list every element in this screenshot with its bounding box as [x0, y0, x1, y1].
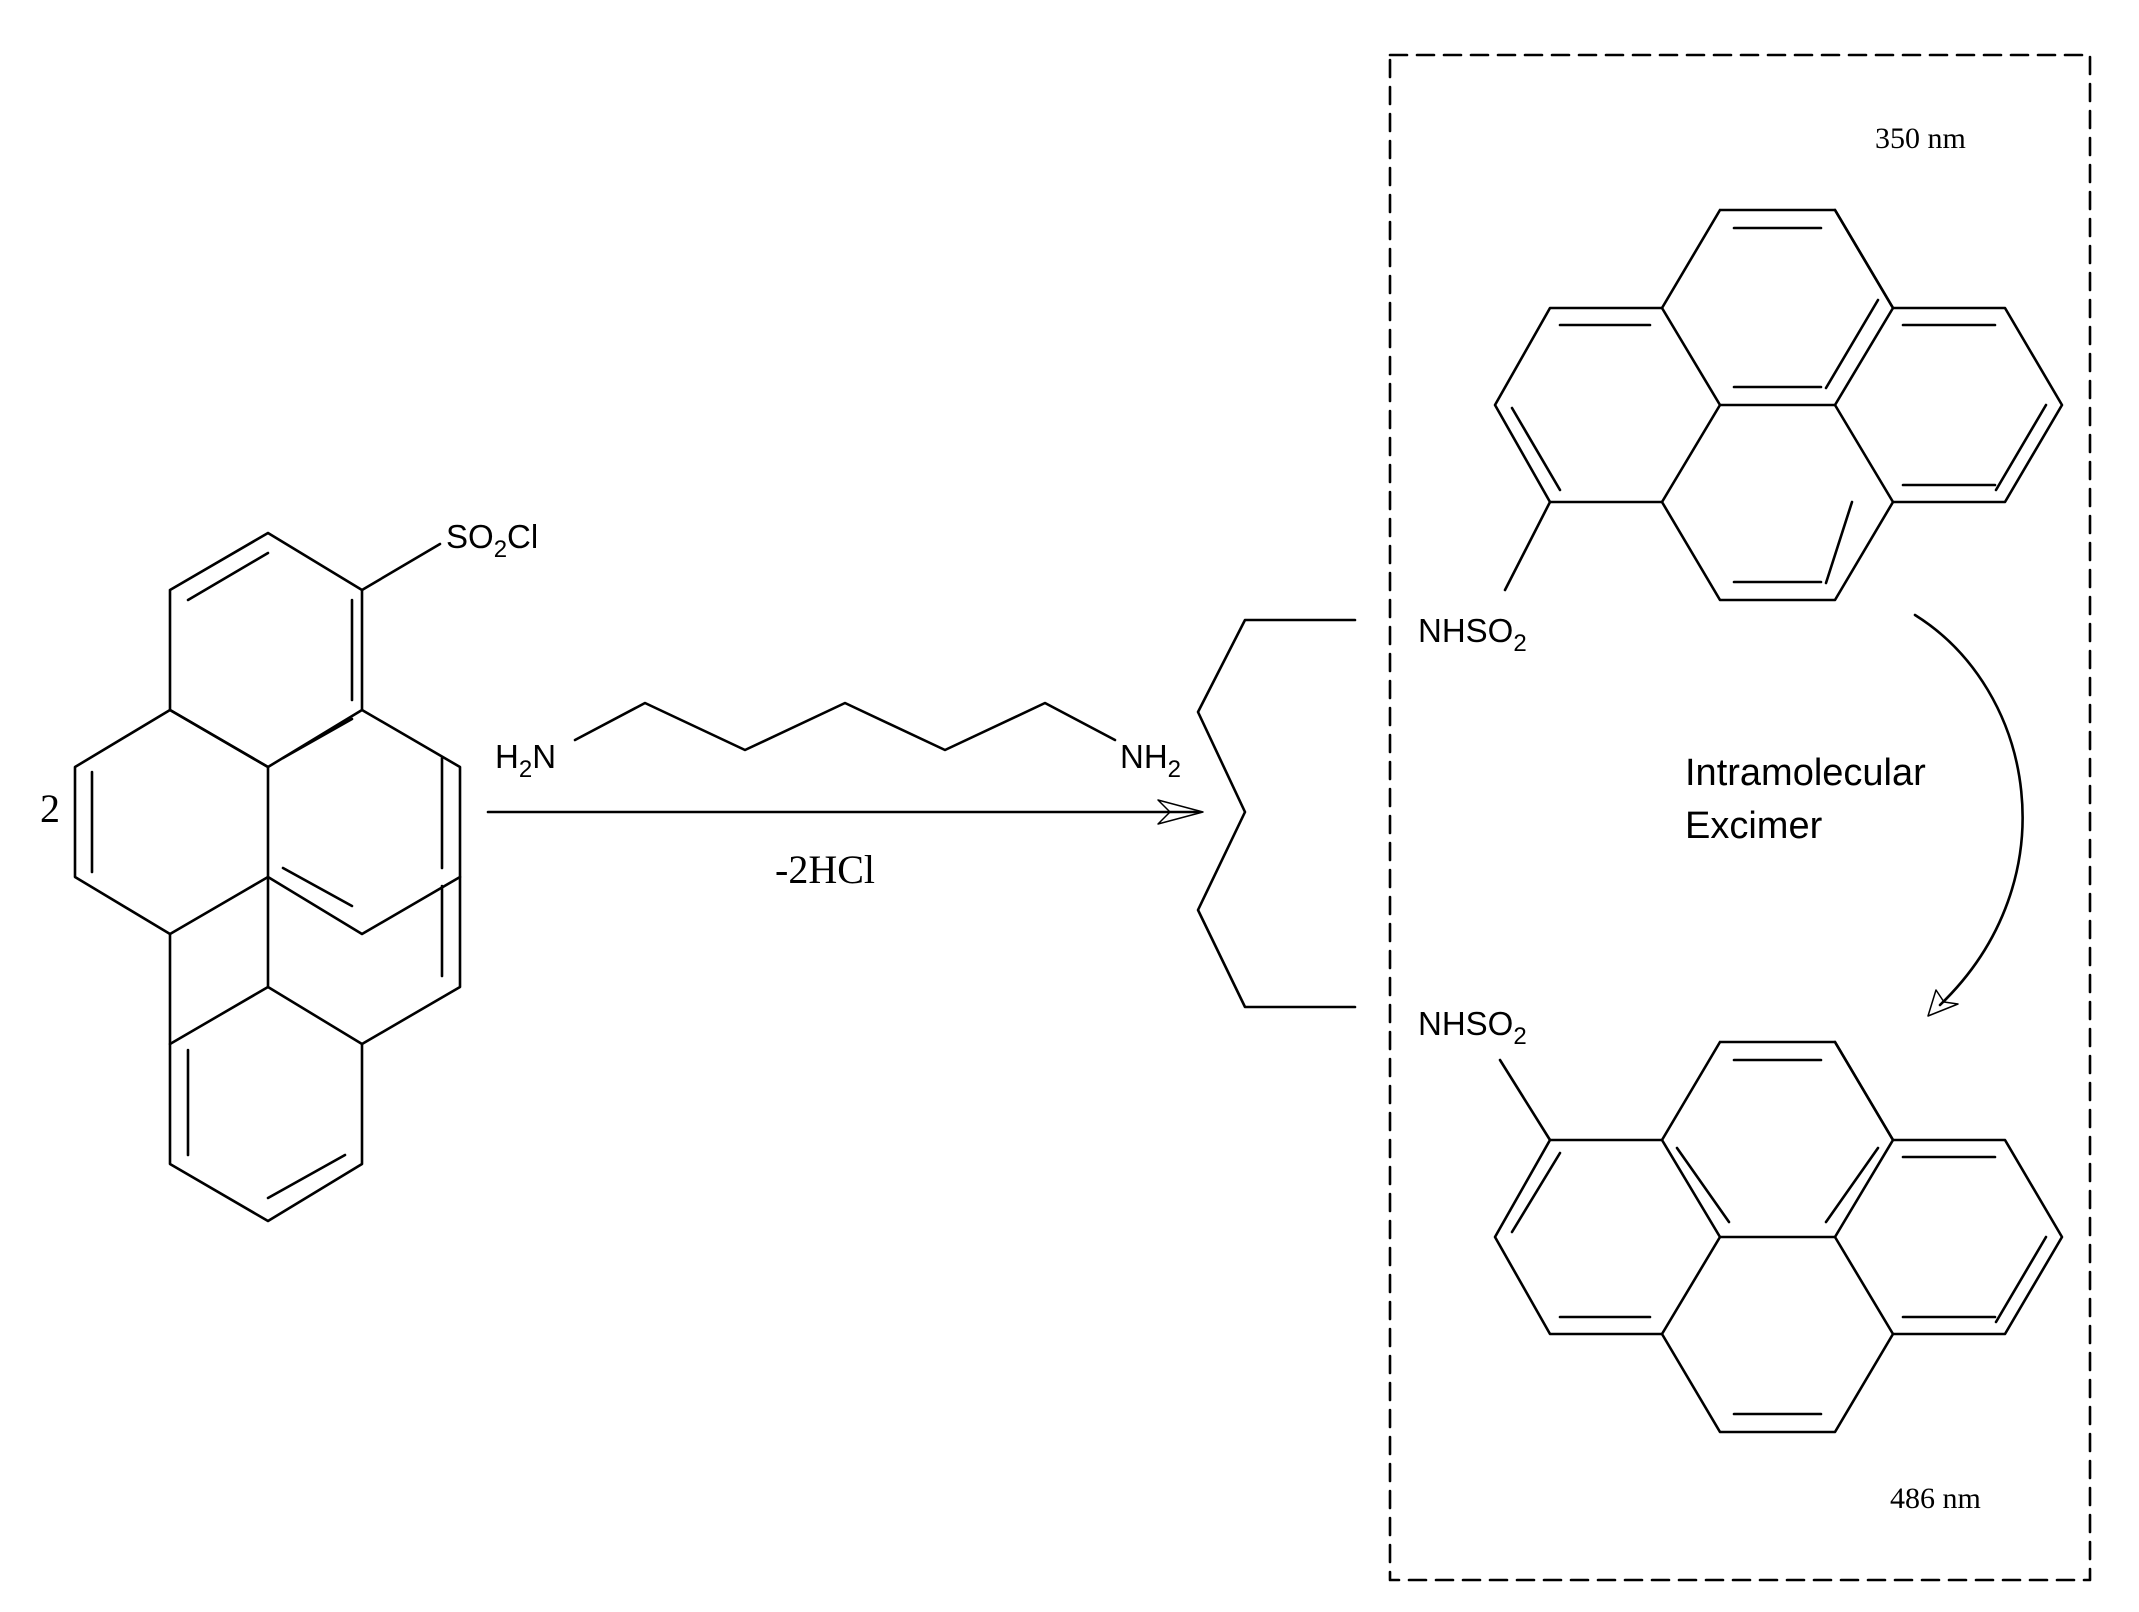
- excimer-arrow: [1913, 613, 2024, 1017]
- product-pyrene-bottom: [1493, 1040, 2064, 1434]
- diamine-right-amine: NH2: [1120, 738, 1181, 783]
- excimer-label-line1: Intramolecular: [1685, 752, 1926, 794]
- diamine-left-amine: H2N: [495, 738, 556, 783]
- product-pyrene-top: [1493, 208, 2064, 602]
- sulfonyl-chloride-label: SO2Cl: [446, 518, 538, 563]
- reactant-pyrene: [73, 531, 462, 1223]
- emission-wavelength: 486 nm: [1890, 1482, 1981, 1515]
- product-top-group: NHSO2: [1418, 612, 1527, 657]
- reaction-arrow: [486, 799, 1204, 825]
- excimer-box: [1388, 53, 2092, 1582]
- diamine-chain: [573, 701, 1117, 752]
- product-linker: [1196, 618, 1357, 1009]
- excitation-wavelength: 350 nm: [1875, 122, 1966, 155]
- excimer-label-line2: Excimer: [1685, 805, 1823, 847]
- byproduct-label: -2HCl: [775, 847, 875, 892]
- reactant-coefficient: 2: [40, 786, 60, 831]
- product-bottom-group: NHSO2: [1418, 1005, 1527, 1050]
